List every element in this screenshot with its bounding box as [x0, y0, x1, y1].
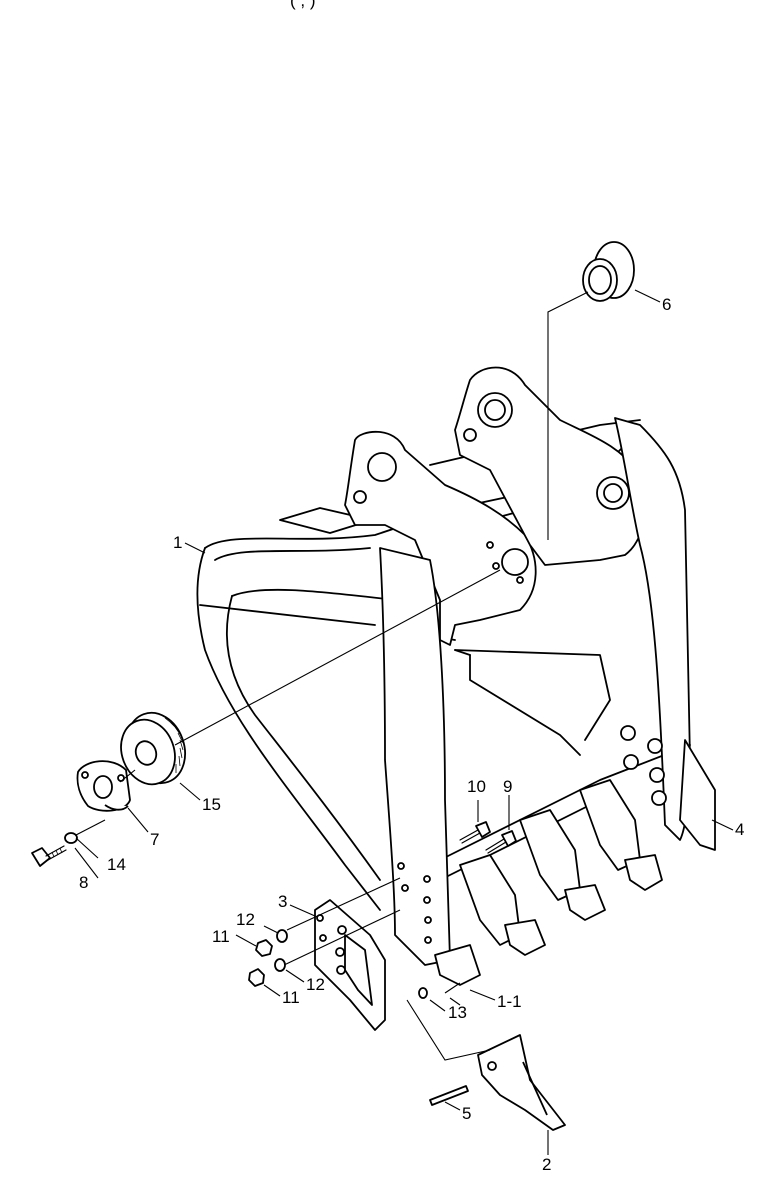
right-side-strap	[614, 417, 691, 841]
callout-15: 15	[202, 795, 221, 814]
callout-10: 10	[467, 777, 486, 796]
tooth-adapters	[434, 779, 663, 986]
callout-6: 6	[662, 295, 671, 314]
tooth-pin-part-5	[429, 1085, 469, 1106]
bushing-part-6	[582, 241, 635, 302]
callout-9: 9	[503, 777, 512, 796]
callout-1: 1	[173, 533, 182, 552]
left-hinge-bracket	[344, 430, 537, 646]
leader-15-to-clamp	[119, 769, 136, 783]
side-wear-plate	[679, 739, 716, 851]
clamp-part-7	[76, 760, 131, 812]
side-cutter-part-3	[314, 899, 386, 1031]
leader-6	[547, 291, 589, 540]
right-hinge-bracket	[454, 366, 646, 566]
callout-8: 8	[79, 873, 88, 892]
callout-4: 4	[735, 820, 744, 839]
callout-13: 13	[448, 1003, 467, 1022]
bolt-part-8	[31, 845, 67, 867]
callout-11-a: 11	[212, 927, 230, 946]
left-side-strap	[379, 547, 451, 966]
callout-1-1: 1-1	[497, 992, 522, 1011]
header-caption: ( , )	[290, 0, 316, 10]
callout-3: 3	[278, 892, 287, 911]
tooth-point-part-2	[477, 1034, 566, 1131]
callout-2: 2	[542, 1155, 551, 1174]
leader-15-to-bracket	[174, 569, 501, 746]
nut-part-11-a	[255, 939, 273, 957]
washer-part-12-a	[276, 929, 288, 943]
callout-5: 5	[462, 1104, 471, 1123]
lock-washer-part-13	[418, 987, 428, 999]
callout-12-a: 12	[236, 910, 255, 929]
washer-part-14	[64, 832, 78, 844]
bolt-part-10	[459, 821, 491, 844]
callout-12-b: 12	[306, 975, 325, 994]
callout-11-b: 11	[282, 988, 300, 1007]
nut-part-11-b	[248, 968, 265, 987]
bolt-part-9	[485, 830, 517, 854]
ring-part-15	[120, 711, 186, 786]
callout-7: 7	[150, 830, 159, 849]
callout-14: 14	[107, 855, 126, 874]
washer-part-12-b	[274, 958, 286, 972]
